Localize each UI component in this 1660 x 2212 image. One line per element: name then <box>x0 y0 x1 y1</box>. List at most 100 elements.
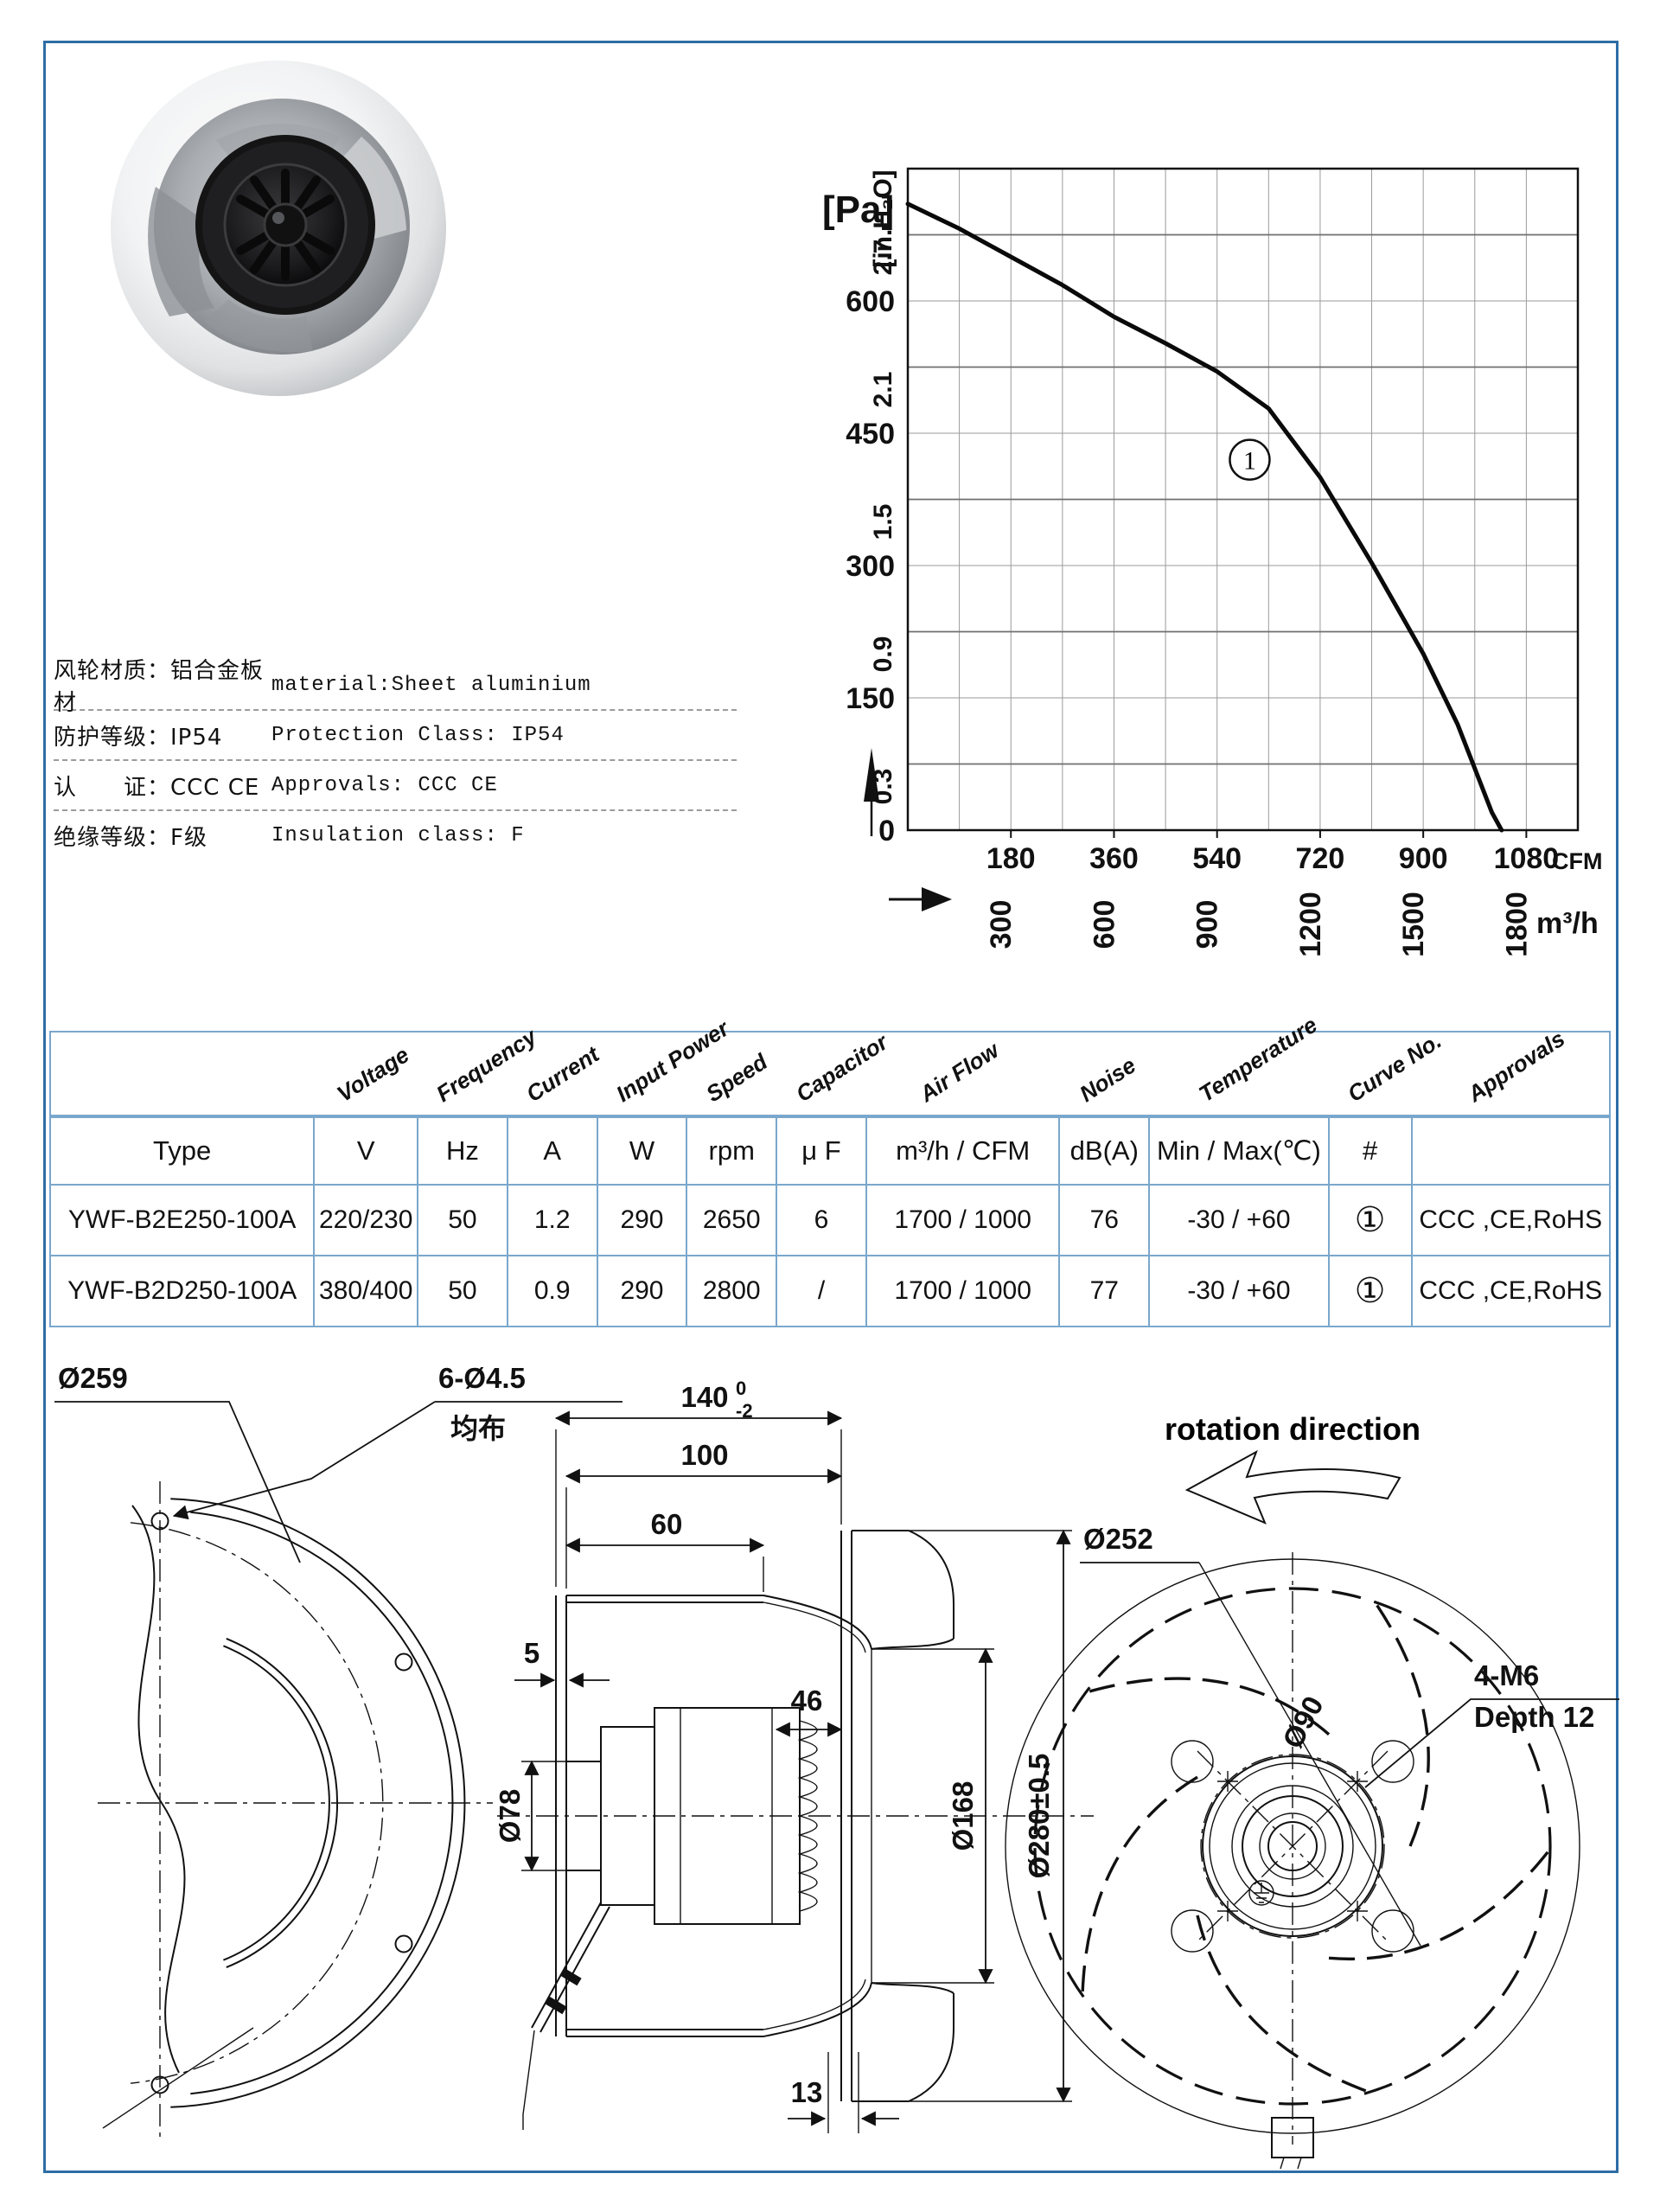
dim-dia-168: Ø168 <box>947 1781 979 1851</box>
table-row1-col8: 76 <box>1058 1184 1149 1255</box>
curve-number-circle <box>1229 438 1271 481</box>
dim-4-M6: 4-M6 <box>1474 1659 1539 1691</box>
table-diagonal-header-air-flow: Air Flow <box>914 1037 1004 1108</box>
table-row2-col5: 2800 <box>686 1255 776 1326</box>
dim-5: 5 <box>524 1637 540 1669</box>
spec-insulation-en: Insulation class: F <box>271 823 525 847</box>
table-row1-col5: 2650 <box>686 1184 776 1255</box>
dim-140-tol-lower: -2 <box>736 1400 753 1422</box>
table-unit-header-col0: Type <box>51 1116 314 1184</box>
table-unit-header-col5: rpm <box>686 1116 776 1184</box>
spec-protection-en: Protection Class: IP54 <box>271 723 565 747</box>
table-diagonal-header-curve-no-: Curve No. <box>1342 1027 1446 1108</box>
cfm-tick: 1080 <box>1494 842 1560 875</box>
spec-material-en: material:Sheet aluminium <box>271 673 591 697</box>
dim-13: 13 <box>791 2076 823 2108</box>
m3h-tick: 1200 <box>1294 892 1327 957</box>
table-diagonal-header-speed: Speed <box>701 1048 773 1108</box>
table-row2-col11: CCC ,CE,RoHS <box>1410 1255 1609 1326</box>
pa-tick: 450 <box>846 418 895 451</box>
dim-dia-78: Ø78 <box>494 1789 526 1843</box>
dim-100: 100 <box>680 1439 728 1471</box>
drawing-inlet-flange-view: Ø259 6-Ø4.5 均布 <box>54 1362 622 2142</box>
inh2o-tick: 1.5 <box>869 504 897 540</box>
inh2o-tick: 0.9 <box>869 636 897 673</box>
table-diagonal-header-approvals: Approvals <box>1462 1025 1569 1108</box>
curve-number-text: 1 <box>1243 447 1256 476</box>
spec-row-approvals: 认 证：CCC CE Approvals: CCC CE <box>54 761 737 811</box>
y-axis-unit-pa: [Pa] <box>822 189 894 231</box>
table-unit-header-col8: dB(A) <box>1058 1116 1149 1184</box>
table-row2-col3: 0.9 <box>506 1255 597 1326</box>
spec-protection-zh: 防护等级：IP54 <box>54 724 223 751</box>
page-border-frame <box>43 41 1618 2173</box>
table-row2-col4: 290 <box>596 1255 686 1326</box>
dim-60: 60 <box>651 1508 683 1540</box>
spec-row-material: 风轮材质：铝合金板材 material:Sheet aluminium <box>54 658 737 716</box>
performance-chart: 60045030015002.72.11.50.90.3180300360600… <box>822 167 1602 957</box>
m3h-tick: 1500 <box>1397 892 1430 957</box>
chart-grid <box>907 168 1579 831</box>
m3h-tick: 1800 <box>1500 892 1533 957</box>
table-row1-col10: ① <box>1327 1184 1411 1255</box>
table-row1-col11: CCC ,CE,RoHS <box>1410 1184 1609 1255</box>
pa-tick: 150 <box>846 682 895 715</box>
table-row2-col6: / <box>776 1255 865 1326</box>
table-diagonal-header-capacitor: Capacitor <box>791 1028 893 1108</box>
dim-depth-12: Depth 12 <box>1474 1701 1594 1733</box>
label-6-holes: 6-Ø4.5 <box>438 1362 526 1394</box>
table-unit-header-col11 <box>1410 1116 1609 1184</box>
m3h-tick: 900 <box>1191 900 1224 949</box>
dim-140: 140 <box>680 1381 728 1413</box>
dim-dia-90: Ø90 <box>1276 1691 1330 1753</box>
table-row2-col1: 380/400 <box>313 1255 418 1326</box>
table-row1-col2: 50 <box>417 1184 507 1255</box>
cfm-tick: 540 <box>1192 842 1242 875</box>
x-axis-unit-cfm: CFM <box>1552 848 1602 874</box>
x-axis-direction-arrow <box>889 887 952 911</box>
dim-46: 46 <box>791 1685 823 1717</box>
table-unit-header-col9: Min / Max(℃) <box>1148 1116 1328 1184</box>
pa-tick: 0 <box>878 815 895 847</box>
table-row1-col7: 1700 / 1000 <box>865 1184 1059 1255</box>
technical-drawings: Ø259 6-Ø4.5 均布 <box>54 1362 1619 2170</box>
table-diagonal-header-current: Current <box>521 1040 604 1108</box>
spec-approvals-en: Approvals: CCC CE <box>271 773 498 797</box>
table-row1-col9: -30 / +60 <box>1148 1184 1328 1255</box>
drawing-impeller-rear-view: rotation direction Ø252 Ø90 4-M6 Depth 1… <box>1005 1411 1619 2170</box>
rotation-direction-arrow <box>1184 1449 1401 1525</box>
y-axis-unit-inh2o: [in.H₂O] <box>869 169 897 267</box>
table-row1-col1: 220/230 <box>313 1184 418 1255</box>
fan-curve-series-1 <box>905 201 1504 833</box>
table-unit-header-col4: W <box>596 1116 686 1184</box>
m3h-tick: 600 <box>1088 900 1120 949</box>
table-diagonal-header-noise: Noise <box>1075 1052 1141 1108</box>
table-unit-header-col3: A <box>506 1116 597 1184</box>
cfm-tick: 900 <box>1399 842 1448 875</box>
table-row2-col9: -30 / +60 <box>1148 1255 1328 1326</box>
x-axis-unit-m3h: m³/h <box>1536 907 1599 940</box>
spec-material-zh: 风轮材质：铝合金板材 <box>54 658 265 716</box>
ground-symbol <box>1248 1880 1274 1906</box>
table-row1-col0: YWF-B2E250-100A <box>51 1184 314 1255</box>
dim-140-tol-upper: 0 <box>736 1378 746 1399</box>
table-row2-col10: ① <box>1327 1255 1411 1326</box>
cfm-tick: 360 <box>1089 842 1139 875</box>
table-diagonal-header-frequency: Frequency <box>431 1023 542 1108</box>
table-unit-header-col1: V <box>313 1116 418 1184</box>
table-diagonal-header-voltage: Voltage <box>332 1041 414 1108</box>
spec-text-block: 风轮材质：铝合金板材 material:Sheet aluminium 防护等级… <box>54 658 737 860</box>
dim-dia-252: Ø252 <box>1083 1523 1153 1555</box>
inh2o-tick: 2.1 <box>869 372 897 408</box>
product-photo-centrifugal-fan <box>111 61 446 396</box>
inh2o-tick: 2.7 <box>869 240 897 276</box>
pa-tick: 300 <box>846 550 895 583</box>
table-row2-col0: YWF-B2D250-100A <box>51 1255 314 1326</box>
label-holes-evenly-spaced: 均布 <box>450 1412 506 1445</box>
chart-plot-border <box>906 167 1580 832</box>
table-unit-header-col7: m³/h / CFM <box>865 1116 1059 1184</box>
curve-number-marker: 1 <box>1229 438 1271 481</box>
table-row1-col6: 6 <box>776 1184 865 1255</box>
